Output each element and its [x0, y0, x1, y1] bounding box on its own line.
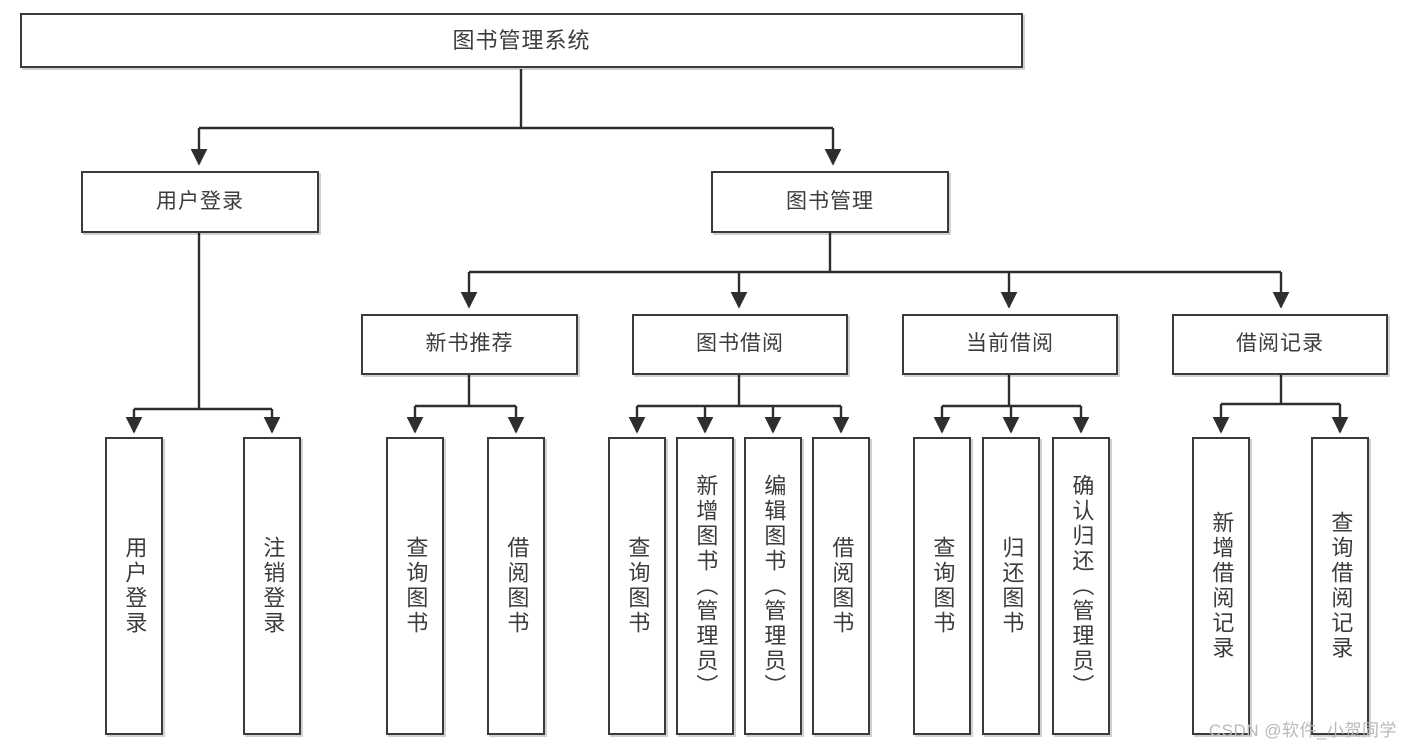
- leaf-current-borrow-2[interactable]: 确认归还（管理员）: [1052, 437, 1110, 735]
- leaf-new-book-recommend-1[interactable]: 借阅图书: [487, 437, 545, 735]
- leaf-book-borrow-3[interactable]: 借阅图书: [812, 437, 870, 735]
- leaf-user-login-1-label: 注销登录: [260, 536, 286, 636]
- node-borrow-record[interactable]: 借阅记录: [1172, 314, 1388, 375]
- leaf-book-borrow-2-label: 编辑图书（管理员）: [761, 473, 787, 699]
- leaf-book-borrow-3-label: 借阅图书: [829, 536, 855, 636]
- node-new-book-recommend-label: 新书推荐: [425, 332, 514, 356]
- leaf-current-borrow-1[interactable]: 归还图书: [982, 437, 1040, 735]
- node-book-borrow[interactable]: 图书借阅: [632, 314, 848, 375]
- csdn-watermark: CSDN @软件_小贺同学: [1208, 721, 1397, 740]
- leaf-new-book-recommend-0[interactable]: 查询图书: [386, 437, 444, 735]
- node-book-borrow-label: 图书借阅: [696, 332, 784, 356]
- leaf-new-book-recommend-0-label: 查询图书: [403, 536, 429, 636]
- node-root-label: 图书管理系统: [452, 27, 591, 53]
- node-user-login[interactable]: 用户登录: [81, 171, 319, 233]
- node-book-manage[interactable]: 图书管理: [711, 171, 949, 233]
- leaf-borrow-record-0[interactable]: 新增借阅记录: [1192, 437, 1250, 735]
- leaf-new-book-recommend-1-label: 借阅图书: [504, 536, 530, 636]
- node-current-borrow-label: 当前借阅: [966, 332, 1054, 356]
- leaf-current-borrow-1-label: 归还图书: [999, 536, 1025, 636]
- leaf-borrow-record-1[interactable]: 查询借阅记录: [1311, 437, 1369, 735]
- node-current-borrow[interactable]: 当前借阅: [902, 314, 1118, 375]
- node-root[interactable]: 图书管理系统: [20, 13, 1023, 68]
- node-user-login-label: 用户登录: [156, 189, 244, 213]
- leaf-user-login-0-label: 用户登录: [122, 536, 148, 636]
- leaf-book-borrow-0-label: 查询图书: [625, 536, 651, 636]
- leaf-book-borrow-1-label: 新增图书（管理员）: [693, 473, 719, 699]
- leaf-book-borrow-0[interactable]: 查询图书: [608, 437, 666, 735]
- node-new-book-recommend[interactable]: 新书推荐: [361, 314, 578, 375]
- leaf-borrow-record-1-label: 查询借阅记录: [1328, 511, 1354, 661]
- node-borrow-record-label: 借阅记录: [1236, 332, 1324, 356]
- leaf-book-borrow-1[interactable]: 新增图书（管理员）: [676, 437, 734, 735]
- leaf-book-borrow-2[interactable]: 编辑图书（管理员）: [744, 437, 802, 735]
- leaf-current-borrow-0[interactable]: 查询图书: [913, 437, 971, 735]
- node-book-manage-label: 图书管理: [786, 189, 874, 213]
- leaf-current-borrow-0-label: 查询图书: [930, 536, 956, 636]
- leaf-current-borrow-2-label: 确认归还（管理员）: [1069, 473, 1095, 699]
- leaf-borrow-record-0-label: 新增借阅记录: [1209, 511, 1235, 661]
- leaf-user-login-0[interactable]: 用户登录: [105, 437, 163, 735]
- leaf-user-login-1[interactable]: 注销登录: [243, 437, 301, 735]
